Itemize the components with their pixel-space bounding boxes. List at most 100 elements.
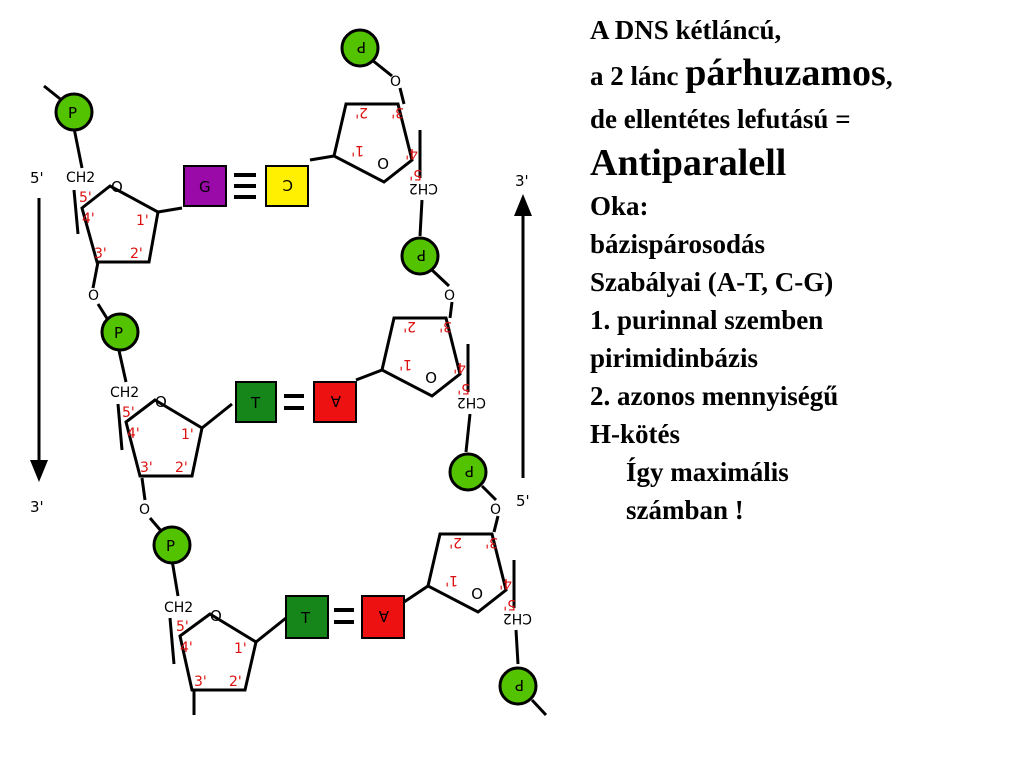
line-rule-1b: pirimidinbázis xyxy=(590,343,759,373)
phosphate-icon: P xyxy=(400,236,440,276)
label-5prime-right: 5' xyxy=(516,492,530,510)
svg-text:5': 5' xyxy=(503,596,516,612)
svg-text:5': 5' xyxy=(176,619,189,635)
right-sugar-3: O 5' 4' 1' 3' 2' CH2 xyxy=(403,532,532,626)
svg-text:4': 4' xyxy=(499,575,512,591)
line-dna-double-stranded: A DNS kétláncú, xyxy=(590,15,782,45)
svg-text:CH2: CH2 xyxy=(457,394,486,410)
hydrogen-bonds xyxy=(234,173,256,199)
explanation-text: A DNS kétláncú, a 2 lánc párhuzamos, de … xyxy=(590,10,1020,529)
svg-text:4': 4' xyxy=(180,640,193,656)
label-3prime-right: 3' xyxy=(515,172,529,190)
svg-text:O: O xyxy=(490,502,501,518)
base-thymine xyxy=(235,381,277,423)
base-label: C xyxy=(283,176,293,194)
svg-text:O: O xyxy=(88,288,99,304)
svg-text:P: P xyxy=(114,324,123,342)
svg-text:1': 1' xyxy=(399,356,412,372)
svg-text:2': 2' xyxy=(355,104,368,120)
svg-text:CH2: CH2 xyxy=(66,170,95,186)
svg-text:CH2: CH2 xyxy=(409,180,438,196)
line-rule-2b: H-kötés xyxy=(590,419,680,449)
svg-text:O: O xyxy=(390,74,401,90)
svg-text:1': 1' xyxy=(181,427,194,443)
svg-text:2': 2' xyxy=(130,246,143,262)
word-parallel: párhuzamos xyxy=(685,52,886,94)
left-arrowhead xyxy=(30,460,48,482)
phosphate-icon: P xyxy=(152,525,192,565)
svg-text:P: P xyxy=(166,537,175,555)
base-label: A xyxy=(330,392,341,410)
hydrogen-bonds xyxy=(334,608,354,624)
svg-text:3': 3' xyxy=(439,318,452,334)
base-adenine xyxy=(313,381,357,423)
base-label: G xyxy=(199,178,211,196)
line-conclusion-a: Így maximális xyxy=(626,457,789,487)
base-adenine xyxy=(361,595,405,639)
svg-text:O: O xyxy=(155,393,167,411)
svg-text:2': 2' xyxy=(229,674,242,690)
line-opposite-direction: de ellentétes lefutású = xyxy=(590,104,851,134)
line-reason: Oka: xyxy=(590,191,649,221)
base-label: T xyxy=(300,609,311,627)
base-thymine xyxy=(285,595,329,639)
svg-text:2': 2' xyxy=(449,534,462,550)
svg-text:P: P xyxy=(357,38,366,56)
svg-text:3': 3' xyxy=(485,534,498,550)
left-backbone xyxy=(43,84,196,715)
svg-text:P: P xyxy=(417,246,426,264)
left-oxygen-linkers: O O xyxy=(88,288,150,518)
right-arrowhead xyxy=(514,194,532,216)
base-guanine xyxy=(183,165,227,207)
svg-text:3': 3' xyxy=(94,246,107,262)
svg-text:4': 4' xyxy=(453,359,466,375)
right-backbone xyxy=(371,58,548,717)
svg-text:O: O xyxy=(444,288,455,304)
base-cytosine xyxy=(265,165,309,207)
svg-text:4': 4' xyxy=(405,145,418,161)
line-rule-1a: 1. purinnal szemben xyxy=(590,305,824,335)
dna-antiparallel-diagram: 5' 3' 3' 5' O CH2 5' 4' 1' 3' 2' O CH2 5… xyxy=(30,28,548,717)
left-sugar-1: O CH2 5' 4' 1' 3' 2' xyxy=(66,170,183,264)
hydrogen-bonds xyxy=(284,394,304,410)
svg-text:3': 3' xyxy=(140,460,153,476)
svg-text:5': 5' xyxy=(79,190,92,206)
svg-text:3': 3' xyxy=(391,104,404,120)
svg-text:O: O xyxy=(139,502,150,518)
phosphate-icon: P xyxy=(448,452,488,492)
svg-text:CH2: CH2 xyxy=(110,385,139,401)
svg-text:CH2: CH2 xyxy=(164,600,193,616)
svg-text:O: O xyxy=(111,178,123,196)
left-sugar-3: O CH2 5' 4' 1' 3' 2' xyxy=(164,600,287,692)
svg-text:2': 2' xyxy=(403,318,416,334)
label-3prime-left: 3' xyxy=(30,498,44,516)
base-label: A xyxy=(378,607,389,625)
svg-text:P: P xyxy=(465,462,474,480)
svg-text:P: P xyxy=(515,676,524,694)
svg-text:1': 1' xyxy=(136,213,149,229)
right-sugar-2: O 5' 4' 1' 3' 2' CH2 xyxy=(355,316,486,410)
left-sugar-2: O CH2 5' 4' 1' 3' 2' xyxy=(110,385,233,478)
svg-text:P: P xyxy=(68,104,77,122)
svg-text:O: O xyxy=(210,607,222,625)
line-conclusion-b: számban ! xyxy=(626,495,744,525)
phosphate-icon: P xyxy=(340,28,380,68)
svg-text:5': 5' xyxy=(122,405,135,421)
svg-text:1': 1' xyxy=(445,572,458,588)
phosphate-icon: P xyxy=(498,666,538,706)
line-rules: Szabályai (A-T, C-G) xyxy=(590,267,834,297)
base-pair-2: T A xyxy=(235,381,357,423)
base-label: T xyxy=(250,394,261,412)
svg-text:O: O xyxy=(471,584,483,602)
right-oxygen-linkers: O O O xyxy=(390,74,501,518)
svg-text:1': 1' xyxy=(234,641,247,657)
line-parallel: a 2 lánc párhuzamos, xyxy=(590,52,893,94)
svg-text:1': 1' xyxy=(351,142,364,158)
svg-text:CH2: CH2 xyxy=(503,610,532,626)
label-5prime-left: 5' xyxy=(30,169,44,187)
svg-text:3': 3' xyxy=(194,674,207,690)
base-pair-3: T A xyxy=(285,595,405,639)
svg-text:5': 5' xyxy=(457,380,470,396)
svg-text:O: O xyxy=(425,368,437,386)
phosphate-icon: P xyxy=(54,92,94,132)
